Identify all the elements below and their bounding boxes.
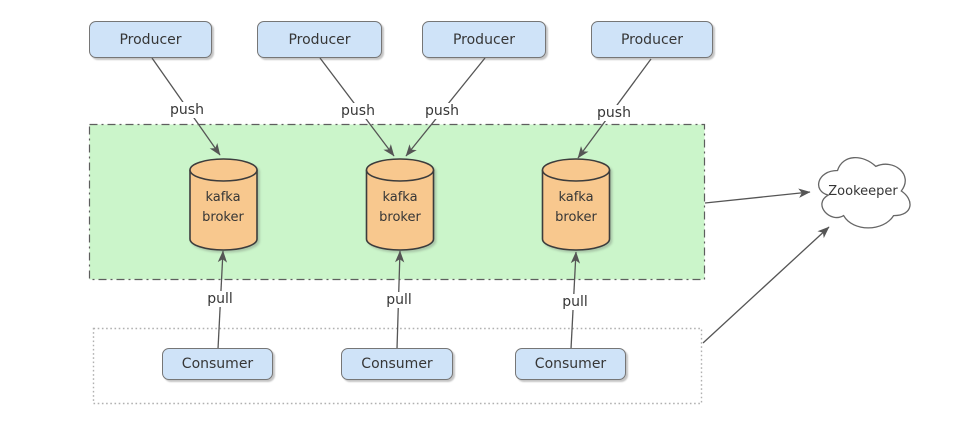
zookeeper-label: Zookeeper: [828, 184, 898, 199]
kafka-broker-cylinder-3: [541, 158, 611, 251]
producer-label: Producer: [452, 31, 516, 48]
edge-cluster-zookeeper: [704, 188, 811, 204]
cylinder-top: [365, 158, 435, 182]
edge-consumers-zookeeper: [702, 226, 830, 344]
kafka-broker-label-2: kafka broker: [360, 188, 440, 228]
push-label-4: push: [594, 105, 634, 121]
zookeeper-cloud-shape: [818, 157, 911, 229]
producer-label: Producer: [288, 31, 351, 48]
producer-label: Producer: [119, 31, 182, 48]
push-label-3: push: [422, 103, 462, 119]
cylinder-body: [365, 170, 435, 251]
cylinder-body: [189, 170, 258, 251]
producer-node-1: Producer: [89, 21, 212, 58]
broker-label-line1: kafka: [382, 190, 418, 205]
consumer-label: Consumer: [181, 356, 254, 372]
kafka-broker-cylinder-1: [189, 158, 258, 251]
consumer-node-3: Consumer: [515, 348, 626, 380]
consumer-label: Consumer: [361, 356, 433, 372]
cylinder-body: [541, 170, 611, 251]
broker-label-line1: kafka: [205, 190, 241, 205]
pull-label-2: pull: [383, 292, 415, 308]
broker-label-line2: broker: [555, 210, 597, 225]
kafka-broker-label-1: kafka broker: [183, 188, 263, 228]
cylinder-top: [189, 158, 258, 182]
pull-label-3: pull: [559, 294, 591, 310]
producer-node-3: Producer: [422, 21, 546, 58]
producer-node-2: Producer: [257, 21, 382, 58]
kafka-broker-label-3: kafka broker: [536, 188, 616, 228]
producer-label: Producer: [620, 31, 684, 48]
cylinder-top: [541, 158, 611, 182]
consumer-label: Consumer: [534, 356, 607, 372]
broker-label-line2: broker: [379, 210, 421, 225]
producer-node-4: Producer: [591, 21, 713, 58]
push-label-1: push: [167, 102, 207, 118]
push-label-2: push: [338, 103, 378, 119]
consumer-node-2: Consumer: [341, 348, 453, 380]
consumer-node-1: Consumer: [162, 348, 273, 380]
kafka-broker-cylinder-2: [365, 158, 435, 251]
pull-label-1: pull: [204, 291, 236, 307]
broker-label-line1: kafka: [558, 190, 594, 205]
broker-label-line2: broker: [202, 210, 244, 225]
